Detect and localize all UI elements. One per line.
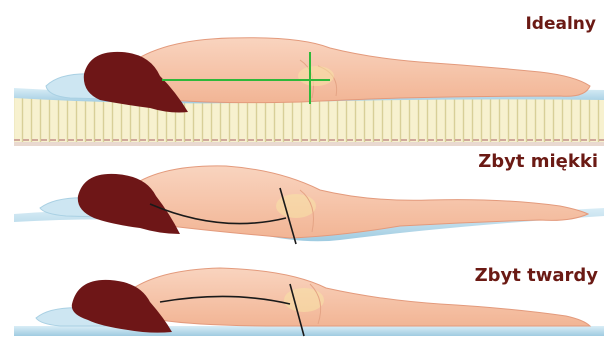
label-too-soft: Zbyt miękki (478, 151, 598, 172)
body (118, 38, 590, 103)
panel-ideal (14, 38, 604, 146)
body (120, 166, 588, 238)
hard-mattress (14, 326, 604, 336)
panel-too-soft (14, 166, 604, 244)
label-too-hard: Zbyt twardy (475, 265, 598, 286)
label-ideal: Idealny (525, 14, 596, 34)
